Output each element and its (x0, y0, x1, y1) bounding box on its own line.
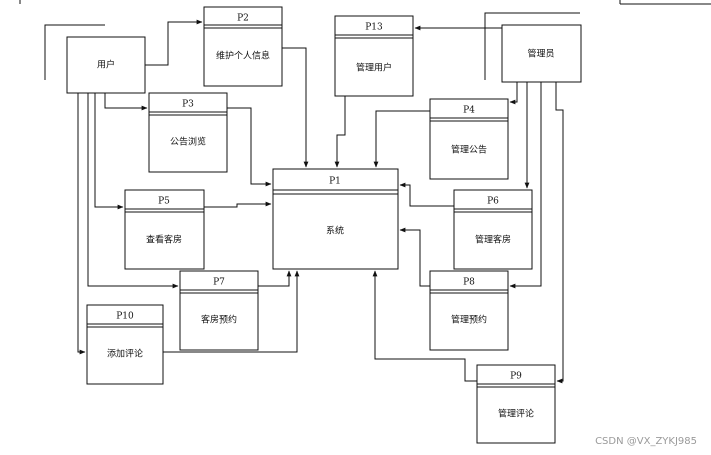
flow-user-p7 (87, 93, 179, 289)
flow-admin-p9 (555, 82, 564, 384)
process-p4-id: P4 (463, 106, 475, 116)
process-p10-id: P10 (116, 312, 134, 322)
watermark: CSDN @VX_ZYKJ985 (595, 436, 697, 447)
flow-p4-p1 (373, 110, 430, 168)
process-p3-label: 公告浏览 (170, 136, 206, 148)
entity-user: 用户 (44, 24, 146, 94)
flow-p2-p1 (282, 47, 309, 168)
process-p9: P9 管理评论 (476, 364, 556, 444)
flow-p13-p1 (334, 96, 346, 168)
process-p5: P5 查看客房 (124, 189, 205, 270)
flow-admin-p4 (509, 82, 518, 105)
process-p10: P10 添加评论 (86, 304, 164, 385)
process-p2-label: 维护个人信息 (216, 50, 270, 62)
process-p4-label: 管理公告 (451, 144, 487, 156)
process-p1: P1 系统 (272, 168, 399, 270)
flow-p5-p1 (204, 201, 272, 208)
process-p7-id: P7 (213, 278, 225, 288)
flow-p9-p1 (372, 270, 477, 382)
corner-marks (19, 0, 711, 5)
entity-admin-label: 管理员 (527, 48, 554, 60)
flow-p7-p1 (258, 270, 292, 287)
flow-user-p2 (145, 19, 203, 66)
process-p7: P7 客房预约 (179, 270, 259, 351)
process-p5-id: P5 (158, 197, 170, 207)
flow-user-p10 (77, 93, 86, 355)
process-p9-id: P9 (510, 372, 522, 382)
flow-p10-p1 (163, 270, 300, 353)
process-p5-label: 查看客房 (146, 234, 182, 246)
process-p6: P6 管理客房 (453, 189, 533, 270)
process-p2-id: P2 (237, 14, 249, 24)
process-p1-label: 系统 (326, 225, 344, 237)
process-p10-label: 添加评论 (107, 348, 143, 360)
process-p6-id: P6 (487, 197, 499, 207)
process-p13: P13 管理用户 (334, 15, 414, 97)
flow-admin-p8 (509, 82, 542, 289)
flow-user-p3 (104, 93, 148, 111)
entity-user-label: 用户 (97, 59, 115, 71)
entity-admin: 管理员 (484, 12, 582, 83)
process-p13-label: 管理用户 (356, 62, 392, 74)
process-p8-id: P8 (463, 278, 475, 288)
process-p8-label: 管理预约 (451, 314, 487, 326)
process-p13-id: P13 (365, 23, 383, 33)
flow-user-p5 (94, 93, 124, 210)
process-p8: P8 管理预约 (429, 270, 509, 351)
data-flows (77, 19, 564, 384)
flow-p6-p1 (399, 182, 454, 207)
flow-p3-p1 (227, 107, 272, 187)
process-p3: P3 公告浏览 (148, 92, 228, 173)
process-p9-label: 管理评论 (498, 408, 534, 420)
flow-p8-p1 (399, 227, 430, 287)
process-p7-label: 客房预约 (201, 314, 237, 326)
process-p3-id: P3 (182, 100, 194, 110)
process-p4: P4 管理公告 (429, 98, 509, 180)
process-p1-id: P1 (329, 177, 341, 187)
process-p6-label: 管理客房 (475, 234, 511, 246)
process-p2: P2 维护个人信息 (203, 6, 283, 87)
